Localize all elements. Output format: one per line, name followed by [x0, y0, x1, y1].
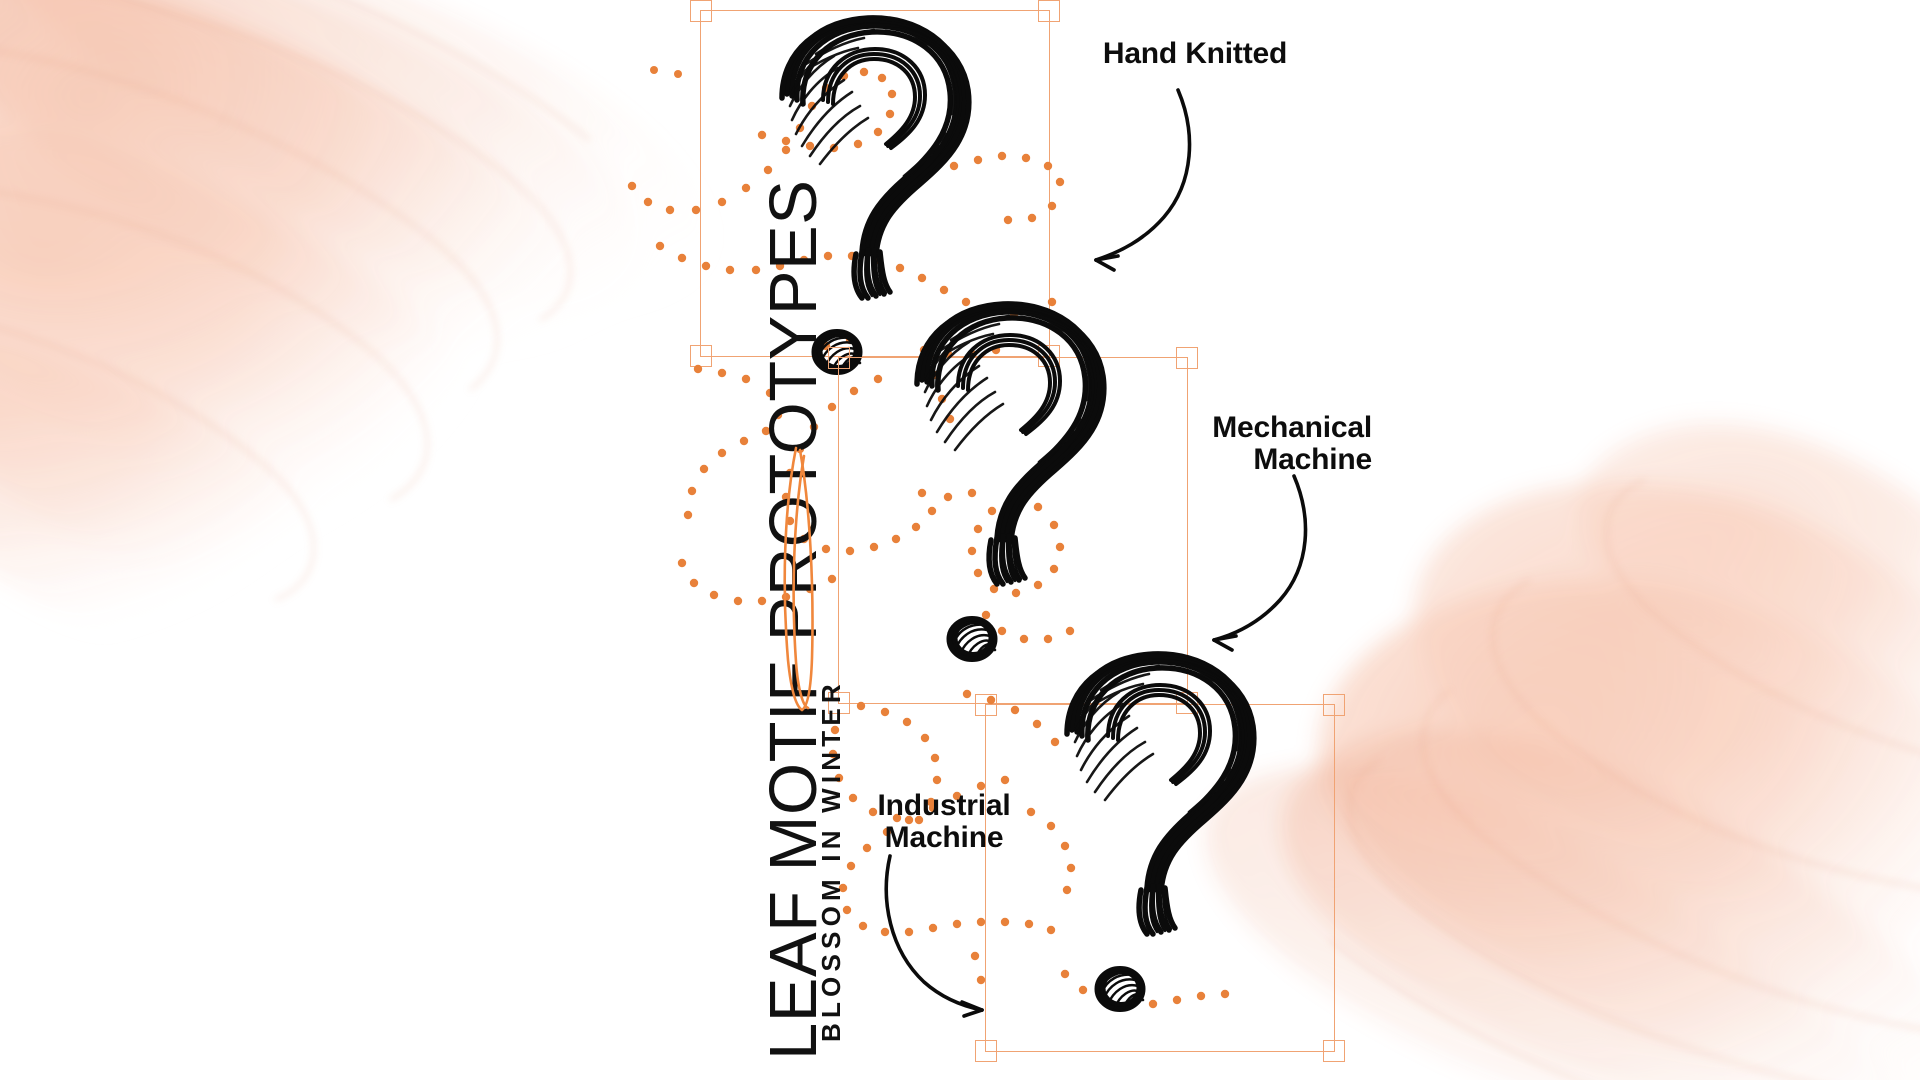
question-mark-dot-3: [1094, 966, 1146, 1012]
resize-handle-top-right[interactable]: [1176, 347, 1198, 369]
curved-arrow-down-left-icon-2: [1212, 474, 1308, 652]
image-placeholder-frame-3[interactable]: [975, 694, 1345, 1062]
page-subtitle: BLOSSOM IN WINTER: [816, 679, 846, 1042]
resize-handle-bottom-left[interactable]: [975, 1040, 997, 1062]
resize-handle-top-left[interactable]: [690, 0, 712, 22]
callout-label-industrial-machine: Industrial Machine: [820, 789, 1068, 855]
callout-line-2: Machine: [884, 821, 1004, 855]
callout-line-2: Machine: [1253, 443, 1372, 477]
question-mark-sketch-icon-3: [1064, 651, 1257, 937]
accent-brush-stroke-icon: [783, 446, 814, 712]
image-placeholder-frame-1[interactable]: [690, 0, 1060, 367]
callout-line-1: Mechanical: [1212, 411, 1372, 444]
callout-line-1: Industrial: [877, 789, 1011, 822]
resize-handle-top-left[interactable]: [828, 347, 850, 369]
resize-handle-top-right[interactable]: [1323, 694, 1345, 716]
curved-arrow-down-right-icon-3: [884, 854, 984, 1018]
resize-handle-bottom-left[interactable]: [828, 692, 850, 714]
resize-handle-top-left[interactable]: [975, 694, 997, 716]
question-mark-dot-2: [946, 616, 998, 662]
question-mark-sketch-icon-1: [779, 15, 972, 301]
callout-label-hand-knitted: Hand Knitted: [1102, 37, 1288, 70]
question-mark-sketch-icon-2: [914, 301, 1107, 587]
callout-label-mechanical-machine: Mechanical Machine: [1050, 411, 1372, 477]
resize-handle-top-right[interactable]: [1038, 0, 1060, 22]
curved-arrow-down-left-icon-1: [1094, 88, 1192, 272]
resize-handle-bottom-right[interactable]: [1323, 1040, 1345, 1062]
